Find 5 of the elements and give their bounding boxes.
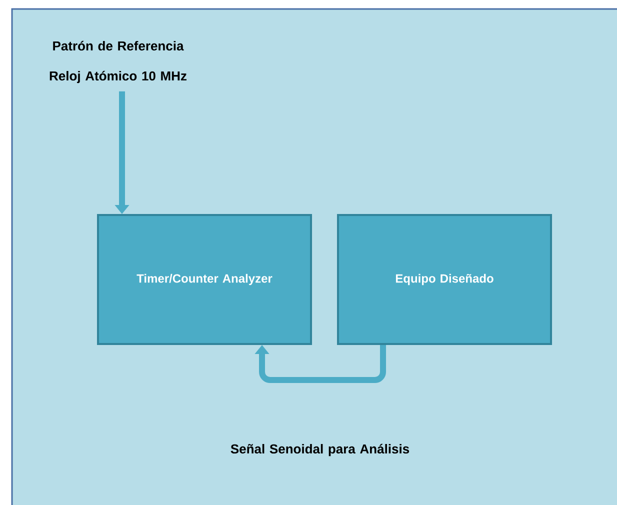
ref-text: Patrón de Referencia Reloj Atómico 10 MHz — [50, 40, 186, 84]
edge-label: Señal Senoidal para Análisis — [230, 444, 410, 456]
arrow — [254, 345, 386, 383]
process-box: Equipo Diseñado — [337, 214, 552, 345]
process-box: Timer/Counter Analyzer — [97, 214, 312, 345]
